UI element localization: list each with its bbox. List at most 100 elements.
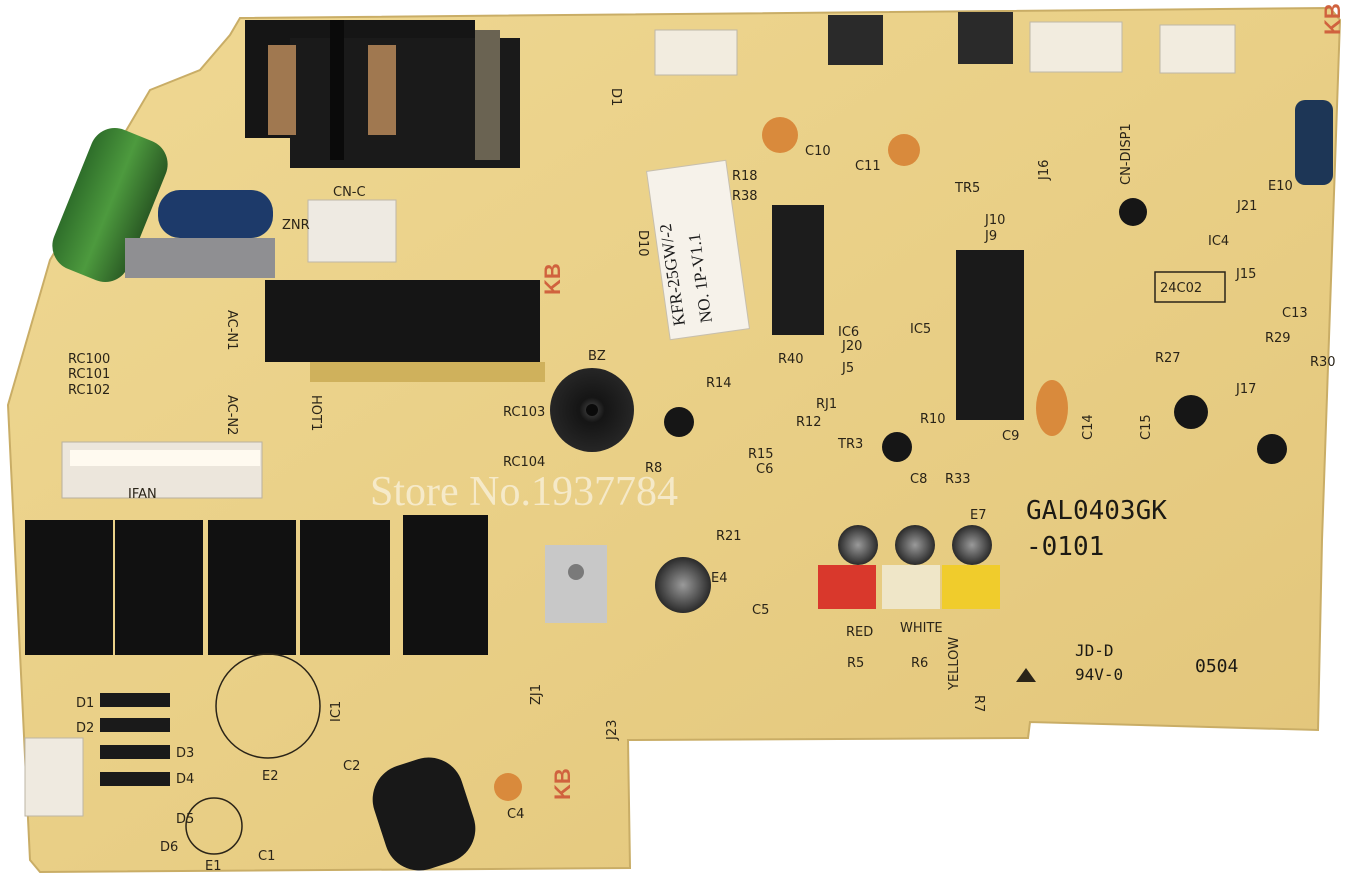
board-model-code: GAL0403GK [1026, 496, 1167, 526]
svg-text:C11: C11 [855, 159, 881, 174]
svg-text:J17: J17 [1235, 382, 1256, 397]
store-watermark: Store No.1937784 [370, 469, 678, 515]
label-j16: J16 [1037, 160, 1052, 181]
connector-red [818, 565, 876, 609]
model-sticker [645, 159, 751, 341]
svg-text:IC5: IC5 [910, 322, 931, 337]
svg-text:WHITE: WHITE [900, 621, 943, 636]
label-c15: C15 [1139, 414, 1154, 440]
label-zj1: ZJ1 [529, 684, 544, 705]
warning-triangle-icon [1016, 668, 1036, 682]
svg-text:24C02: 24C02 [1160, 281, 1202, 296]
svg-text:J21: J21 [1236, 199, 1257, 214]
svg-text:C1: C1 [258, 849, 275, 864]
label-r7: R7 [971, 695, 986, 712]
svg-text:D3: D3 [176, 746, 194, 761]
power-block [265, 280, 540, 362]
label-ac-n2: AC-N2 [224, 395, 239, 435]
ic5-chip [956, 250, 1024, 420]
svg-text:E10: E10 [1268, 179, 1293, 194]
date-code: 0504 [1195, 656, 1238, 677]
ic6-chip [772, 205, 824, 335]
label-ac-n1: AC-N1 [224, 310, 239, 350]
svg-text:E1: E1 [205, 859, 222, 874]
switch-sw1 [958, 12, 1013, 64]
svg-text:RJ1: RJ1 [816, 397, 837, 412]
svg-text:D1: D1 [76, 696, 94, 711]
connector-top-a [654, 29, 738, 76]
connector-cn-disp2 [1029, 21, 1123, 73]
svg-text:J9: J9 [984, 229, 997, 244]
svg-text:E2: E2 [262, 769, 279, 784]
svg-text:C13: C13 [1282, 306, 1308, 321]
label-d10: D10 [635, 230, 650, 257]
silkscreen-text: RC100 RC101 RC102 RC103 RC104 IC4 J15 24… [68, 144, 1336, 874]
svg-text:J15: J15 [1235, 267, 1256, 282]
svg-text:D6: D6 [160, 840, 178, 855]
svg-text:J20: J20 [841, 339, 862, 354]
label-hot1: HOT1 [308, 395, 323, 431]
connector-yellow [942, 565, 1000, 609]
svg-text:D2: D2 [76, 721, 94, 736]
relay-row [25, 515, 488, 655]
svg-text:C4: C4 [507, 807, 524, 822]
svg-text:R21: R21 [716, 529, 742, 544]
cert-mark: JD-D [1075, 641, 1114, 660]
brand-mark-kb-3: KB [1320, 3, 1345, 35]
svg-text:CN-C: CN-C [333, 185, 366, 200]
svg-text:RC102: RC102 [68, 383, 110, 398]
svg-text:IC6: IC6 [838, 325, 859, 340]
voltage-regulator [545, 545, 607, 623]
label-cn-disp1: CN-DISP1 [1119, 123, 1134, 185]
svg-text:C10: C10 [805, 144, 831, 159]
svg-text:R6: R6 [911, 656, 928, 671]
label-d1-top: D1 [608, 88, 623, 106]
ic4-outline [1154, 271, 1226, 303]
svg-text:RC104: RC104 [503, 455, 545, 470]
svg-text:R30: R30 [1310, 355, 1336, 370]
label-j23: J23 [605, 720, 620, 741]
svg-text:R12: R12 [796, 415, 822, 430]
board-model-suffix: -0101 [1026, 532, 1104, 562]
svg-text:E4: E4 [711, 571, 728, 586]
svg-text:J5: J5 [841, 361, 854, 376]
svg-text:TR5: TR5 [954, 181, 980, 196]
svg-text:C5: C5 [752, 603, 769, 618]
main-relay [245, 20, 520, 168]
film-capacitor [52, 128, 275, 282]
svg-text:C8: C8 [910, 472, 927, 487]
brand-mark-kb-2: KB [550, 768, 575, 800]
svg-text:C6: C6 [756, 462, 773, 477]
flame-rating: 94V-0 [1075, 665, 1123, 684]
svg-text:RED: RED [846, 625, 873, 640]
switch-sw2 [828, 15, 883, 65]
svg-text:R29: R29 [1265, 331, 1291, 346]
svg-text:R38: R38 [732, 189, 758, 204]
label-c14: C14 [1081, 414, 1096, 440]
svg-text:E7: E7 [970, 508, 987, 523]
svg-text:R33: R33 [945, 472, 971, 487]
svg-text:RC101: RC101 [68, 367, 110, 382]
label-ic1: IC1 [329, 701, 344, 722]
brand-mark-kb: KB [540, 263, 565, 295]
svg-text:IC4: IC4 [1208, 234, 1229, 249]
electrolytic-caps [372, 100, 1333, 871]
svg-text:RC103: RC103 [503, 405, 545, 420]
connector-cn-rcu [1159, 24, 1236, 74]
svg-text:R14: R14 [706, 376, 732, 391]
svg-text:D4: D4 [176, 772, 194, 787]
label-yellow: YELLOW [947, 637, 962, 691]
svg-text:RC100: RC100 [68, 352, 110, 367]
svg-text:R15: R15 [748, 447, 774, 462]
connector-white [882, 565, 940, 609]
diode-array [100, 693, 170, 786]
svg-text:ZNR: ZNR [282, 218, 310, 233]
connector-cn-c [307, 199, 397, 263]
svg-text:C2: C2 [343, 759, 360, 774]
svg-text:R27: R27 [1155, 351, 1181, 366]
svg-text:J10: J10 [984, 213, 1005, 228]
svg-text:R18: R18 [732, 169, 758, 184]
svg-text:TR3: TR3 [837, 437, 863, 452]
svg-text:R5: R5 [847, 656, 864, 671]
